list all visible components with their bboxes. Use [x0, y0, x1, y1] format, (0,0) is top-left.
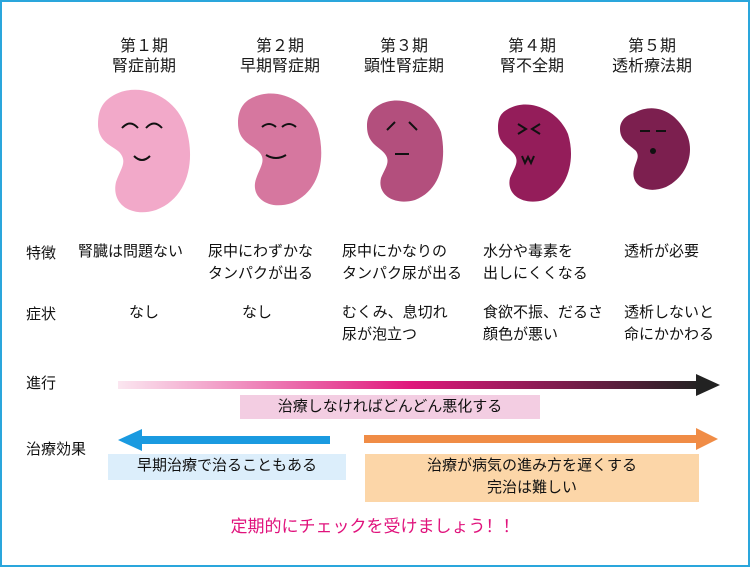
- symptom-stage-4: 食欲不振、だるさ 顔色が悪い: [483, 301, 603, 345]
- symptom-stage-1: なし: [129, 301, 159, 323]
- kidney-happy-icon: [98, 89, 191, 213]
- features-row-label: 特徴: [26, 244, 57, 262]
- symptom-line: なし: [129, 303, 160, 321]
- stage-name: 顕性腎症期: [363, 56, 444, 75]
- late-treatment-caption: 治療が病気の進み方を遅くする 完治は難しい: [365, 454, 699, 502]
- stage-number: 第１期: [119, 36, 168, 55]
- symptom-stage-5: 透析しないと 命にかかわる: [624, 301, 714, 345]
- feature-line: 透析が必要: [624, 242, 700, 260]
- stage-number: 第５期: [627, 36, 676, 55]
- kidney-pain-icon: [498, 104, 571, 202]
- stage-name: 早期腎症期: [239, 56, 320, 75]
- progress-caption: 治療しなければどんどん悪化する: [240, 395, 540, 419]
- stage-name: 腎症前期: [111, 56, 176, 75]
- feature-stage-1: 腎臓は問題ない: [78, 240, 183, 262]
- feature-line: 尿中にわずかな: [208, 242, 314, 260]
- feature-stage-2: 尿中にわずかな タンパクが出る: [208, 240, 313, 284]
- stage-1-header: 第１期 腎症前期: [79, 36, 209, 76]
- stage-2-header: 第２期 早期腎症期: [215, 36, 345, 76]
- symptom-line: むくみ、息切れ: [342, 303, 448, 321]
- symptom-line: 尿が泡立つ: [342, 325, 418, 343]
- late-treatment-line: 完治は難しい: [486, 478, 577, 496]
- kidney-smile-icon: [238, 93, 322, 206]
- stage-name: 透析療法期: [611, 56, 692, 75]
- symptom-stage-3: むくみ、息切れ 尿が泡立つ: [342, 301, 448, 345]
- stage-number: 第４期: [507, 36, 556, 55]
- stage-4-header: 第４期 腎不全期: [467, 36, 597, 76]
- feature-line: 腎臓は問題ない: [78, 242, 184, 260]
- feature-stage-5: 透析が必要: [624, 240, 699, 262]
- feature-stage-4: 水分や毒素を 出しにくくなる: [483, 240, 588, 284]
- feature-line: タンパク尿が出る: [342, 264, 463, 282]
- feature-stage-3: 尿中にかなりの タンパク尿が出る: [342, 240, 462, 284]
- late-treatment-line: 治療が病気の進み方を遅くする: [426, 456, 637, 474]
- kidney-worried-icon: [367, 100, 444, 202]
- treatment-row-label: 治療効果: [26, 440, 87, 458]
- symptom-line: 透析しないと: [624, 303, 715, 321]
- symptom-line: 顔色が悪い: [483, 325, 559, 343]
- early-treatment-caption: 早期治療で治ることもある: [108, 454, 346, 480]
- stage-3-header: 第３期 顕性腎症期: [339, 36, 469, 76]
- feature-line: 尿中にかなりの: [342, 242, 448, 260]
- feature-line: 出しにくくなる: [483, 264, 588, 282]
- symptom-stage-2: なし: [242, 301, 272, 323]
- checkup-call-to-action: 定期的にチェックを受けましょう！！: [230, 517, 520, 537]
- progress-arrow-icon: [118, 374, 720, 396]
- early-treatment-text: 早期治療で治ることもある: [136, 456, 317, 474]
- stage-name: 腎不全期: [499, 56, 564, 75]
- symptom-line: 命にかかわる: [624, 325, 715, 343]
- stage-5-header: 第５期 透析療法期: [587, 36, 717, 76]
- stage-number: 第３期: [379, 36, 428, 55]
- symptom-line: 食欲不振、だるさ: [483, 303, 604, 321]
- kidney-weak-icon: [620, 108, 690, 190]
- progress-row-label: 進行: [26, 374, 57, 392]
- feature-line: 水分や毒素を: [483, 242, 574, 260]
- feature-line: タンパクが出る: [208, 264, 314, 282]
- symptoms-row-label: 症状: [26, 305, 57, 323]
- early-treatment-arrow-icon: [118, 429, 330, 451]
- progress-caption-text: 治療しなければどんどん悪化する: [277, 397, 503, 415]
- late-treatment-arrow-icon: [364, 428, 718, 450]
- symptom-line: なし: [242, 303, 273, 321]
- stage-number: 第２期: [255, 36, 304, 55]
